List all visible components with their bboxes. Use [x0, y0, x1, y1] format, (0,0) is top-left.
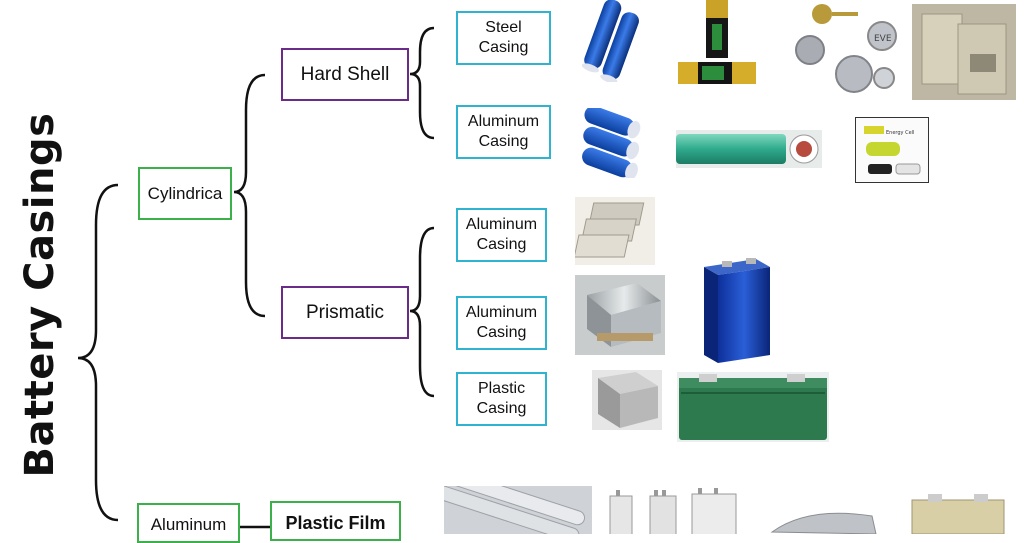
photo-thin-prismatic-cells	[575, 197, 655, 265]
hard-shell-bracket	[409, 26, 435, 140]
connector-brackets	[77, 26, 435, 529]
photo-green-cylinder-cell	[676, 130, 822, 168]
node-aluminum-casing-3-label: Aluminum Casing	[465, 304, 538, 341]
node-hard-shell-label: Hard Shell	[300, 63, 390, 85]
node-aluminum-casing-2-label: Aluminum Casing	[465, 216, 538, 253]
photo-curved-pouch-cell	[768, 496, 878, 534]
photo-battery-pack-card: Energy Cell	[855, 117, 929, 183]
node-plastic-casing: Plastic Casing	[456, 372, 547, 426]
node-plastic-casing-label: Plastic Casing	[476, 380, 527, 417]
node-plastic-film: Plastic Film	[270, 501, 401, 541]
photo-aluminum-tubes	[444, 486, 592, 534]
photo-green-plastic-cell	[677, 372, 829, 442]
node-aluminum-bottom-label: Aluminum	[150, 515, 227, 534]
photo-flat-pouch-cell	[908, 490, 1008, 534]
prismatic-bracket	[409, 226, 435, 398]
photo-large-cylindrical-cells	[572, 108, 652, 178]
diagram-canvas: Battery Casings Cylindrica Aluminum Hard…	[17, 0, 1016, 543]
node-prismatic: Prismatic	[281, 286, 409, 339]
photo-prismatic-steel-cells	[912, 4, 1016, 100]
photo-alkaline-batteries	[672, 0, 760, 88]
node-plastic-film-label: Plastic Film	[285, 513, 386, 533]
node-aluminum-casing-1: Aluminum Casing	[456, 105, 551, 159]
node-aluminum-bottom: Aluminum	[137, 503, 240, 543]
pack-label: Energy Cell	[886, 130, 914, 136]
photo-blue-prismatic-cell	[698, 255, 774, 365]
node-hard-shell: Hard Shell	[281, 48, 409, 101]
cylindrical-bracket	[233, 73, 266, 318]
node-cylindrical-label: Cylindrica	[147, 183, 223, 203]
diagram-title: Battery Casings	[17, 112, 63, 478]
node-steel-casing-label: Steel Casing	[478, 19, 529, 56]
photo-coin-cells: EVE	[794, 0, 906, 98]
node-cylindrical: Cylindrica	[138, 167, 232, 220]
main-bracket	[77, 183, 119, 522]
photo-blue-cylindrical-cells	[580, 0, 646, 82]
node-aluminum-casing-2: Aluminum Casing	[456, 208, 547, 262]
node-prismatic-label: Prismatic	[305, 301, 385, 323]
photo-pouch-cells	[606, 488, 742, 534]
node-aluminum-casing-1-label: Aluminum Casing	[467, 113, 540, 150]
node-aluminum-casing-3: Aluminum Casing	[456, 296, 547, 350]
node-steel-casing: Steel Casing	[456, 11, 551, 65]
coin-cell-label: EVE	[874, 34, 892, 44]
photo-grey-plastic-cell	[592, 370, 662, 430]
photo-aluminum-prismatic-block	[575, 275, 665, 355]
